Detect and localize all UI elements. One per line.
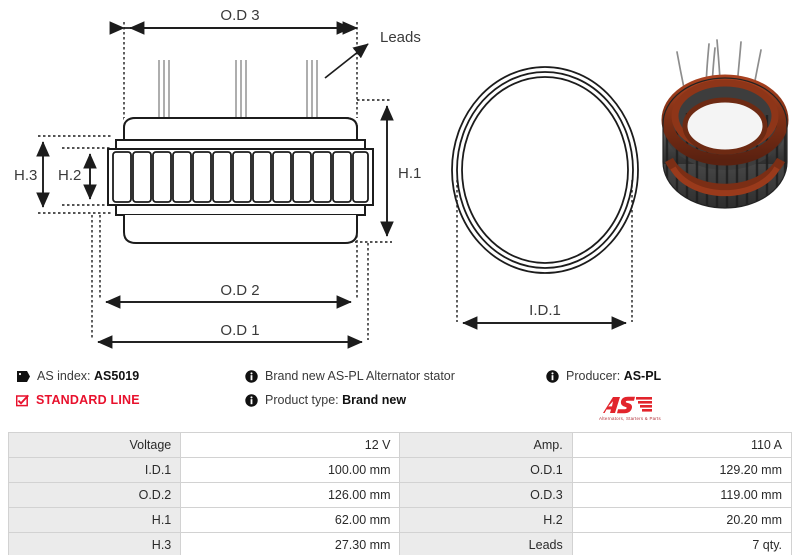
dimension-label-od3: O.D 3 [220, 7, 259, 24]
product-type-line: Product type: Brand new [245, 392, 455, 408]
tag-icon [16, 370, 30, 383]
spec-label: H.1 [7, 507, 182, 533]
info-column-middle: Brand new AS-PL Alternator stator Produc… [245, 368, 455, 416]
producer-text: Producer: AS-PL [566, 369, 662, 383]
dimension-od3: O.D 3 [109, 7, 358, 35]
description-line: Brand new AS-PL Alternator stator [245, 368, 455, 384]
photo-copper-windings [661, 74, 789, 197]
info-strip: AS index: AS5019 STANDARD LINE [0, 368, 800, 428]
flange-plate [115, 139, 366, 150]
spec-label: Voltage [7, 432, 182, 458]
top-view-extension-lines [456, 180, 633, 322]
dimension-label-leads: Leads [380, 29, 421, 46]
spec-value: 129.20 mm [571, 457, 793, 483]
spec-value: 119.00 mm [571, 482, 793, 508]
dimension-label-od1: O.D 1 [220, 322, 259, 339]
producer-line: Producer: AS-PL [546, 368, 661, 384]
product-photo [655, 12, 795, 217]
info-icon [245, 369, 258, 383]
table-row: H.3 27.30 mm Leads 7 qty. [7, 532, 793, 555]
dimension-label-id1: I.D.1 [529, 302, 561, 319]
stator-ring-inner [461, 76, 629, 264]
technical-drawings: O.D 3 Leads H.1 H.3 [14, 7, 639, 349]
spec-label: H.3 [7, 532, 182, 555]
spec-value: 12 V [180, 432, 401, 458]
spec-value: 100.00 mm [180, 457, 401, 483]
dimension-od1: O.D 1 [97, 322, 363, 349]
lead-wires [158, 60, 318, 118]
description-text: Brand new AS-PL Alternator stator [265, 369, 455, 383]
dimension-label-h2: H.2 [58, 167, 81, 184]
side-view-drawing: O.D 3 Leads H.1 H.3 [14, 7, 421, 349]
spec-label: I.D.1 [7, 457, 182, 483]
product-type-text: Product type: Brand new [265, 393, 407, 407]
checked-box-icon [16, 394, 29, 407]
specification-table: Voltage 12 V Amp. 110 A I.D.1 100.00 mm … [7, 432, 793, 555]
dimension-label-h1: H.1 [398, 165, 421, 182]
spec-label: H.2 [399, 507, 573, 533]
as-index-line: AS index: AS5019 [16, 368, 140, 384]
aspl-logo: Alternators, Starters & Parts [578, 396, 682, 421]
dimension-od2: O.D 2 [105, 282, 352, 309]
logo-tagline: Alternators, Starters & Parts [599, 416, 661, 421]
lower-flange-plate [115, 204, 366, 216]
spec-label: O.D.3 [399, 482, 573, 508]
table-row: I.D.1 100.00 mm O.D.1 129.20 mm [7, 457, 793, 483]
lamination-slots [112, 151, 369, 203]
as-index-text: AS index: AS5019 [37, 369, 140, 383]
spec-value: 110 A [571, 432, 793, 458]
spec-table-body: Voltage 12 V Amp. 110 A I.D.1 100.00 mm … [7, 432, 793, 555]
table-row: O.D.2 126.00 mm O.D.3 119.00 mm [7, 482, 793, 508]
dimension-h1: H.1 [380, 105, 421, 237]
dimension-h3: H.3 [14, 141, 50, 208]
spec-label: O.D.2 [7, 482, 182, 508]
info-column-right: Producer: AS-PL [546, 368, 661, 392]
dimension-label-od2: O.D 2 [220, 282, 259, 299]
dimension-id1: I.D.1 [462, 302, 627, 330]
aspl-logo-mark [603, 396, 652, 414]
lower-winding-body [123, 215, 358, 244]
standard-line-text: STANDARD LINE [36, 393, 140, 407]
table-row: Voltage 12 V Amp. 110 A [7, 432, 793, 458]
extension-lines [38, 22, 392, 340]
spec-value: 126.00 mm [180, 482, 401, 508]
top-view-drawing: I.D.1 [451, 66, 639, 330]
dimension-label-h3: H.3 [14, 167, 37, 184]
spec-value: 62.00 mm [180, 507, 401, 533]
photo-outer-contour [662, 77, 788, 209]
leads-callout: Leads [324, 29, 421, 79]
info-icon [546, 369, 559, 383]
table-row: H.1 62.00 mm H.2 20.20 mm [7, 507, 793, 533]
spec-value: 27.30 mm [180, 532, 401, 555]
spec-value: 20.20 mm [571, 507, 793, 533]
spec-label: Leads [399, 532, 573, 555]
spec-value: 7 qty. [571, 532, 793, 555]
spec-label: Amp. [399, 432, 573, 458]
standard-line-badge: STANDARD LINE [16, 392, 140, 408]
dimension-h2: H.2 [58, 153, 97, 200]
spec-label: O.D.1 [399, 457, 573, 483]
info-icon [245, 393, 258, 407]
info-column-left: AS index: AS5019 STANDARD LINE [16, 368, 140, 416]
